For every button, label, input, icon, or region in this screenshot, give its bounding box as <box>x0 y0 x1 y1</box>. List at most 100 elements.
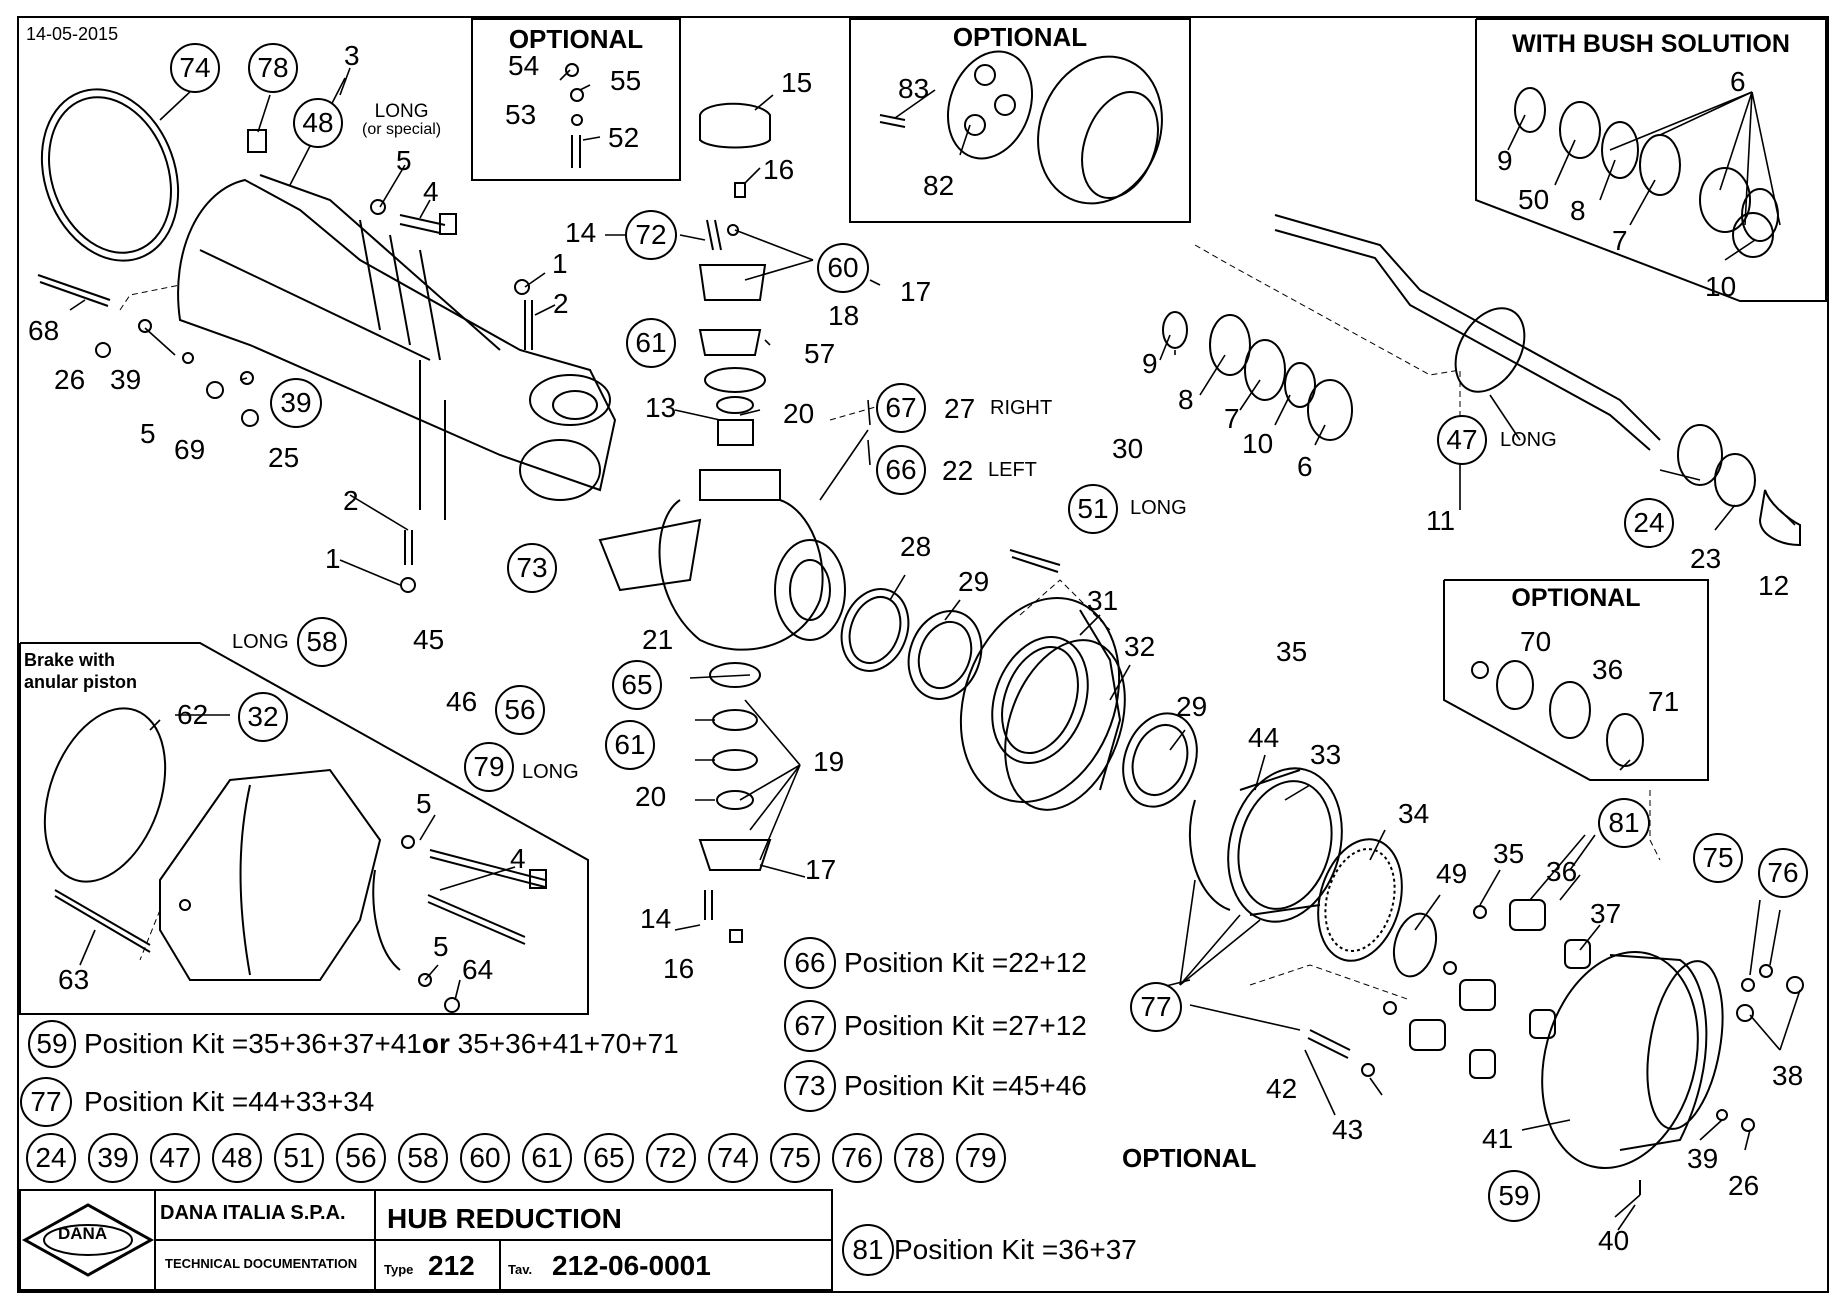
part-2-upper: 2 <box>553 288 569 319</box>
part-8: 8 <box>1178 384 1194 415</box>
optional-item: 74 <box>708 1133 758 1183</box>
part-70: 70 <box>1520 626 1552 657</box>
optional-item: 72 <box>646 1133 696 1183</box>
kit-59-or: or <box>421 1028 450 1059</box>
kit-66-bubble: 66 <box>784 937 836 989</box>
kit-59-text-b: 35+36+41+70+71 <box>449 1028 679 1059</box>
note-left: LEFT <box>988 459 1037 481</box>
callout-48: 48 <box>293 98 343 148</box>
kit-77: 77 Position Kit =44+33+34 <box>20 1077 374 1127</box>
part-17-upper: 17 <box>900 276 932 307</box>
part-38: 38 <box>1772 1060 1804 1091</box>
optional-box-b-title: OPTIONAL <box>952 22 1088 52</box>
part-45: 45 <box>413 624 445 655</box>
callout-56: 56 <box>495 685 545 735</box>
optional-item: 60 <box>460 1133 510 1183</box>
part-15: 15 <box>781 67 813 98</box>
optional-box-c-title: OPTIONAL <box>1511 584 1641 612</box>
part-18: 18 <box>828 300 860 331</box>
optional-item: 24 <box>26 1133 76 1183</box>
part-10-bush: 10 <box>1705 271 1737 302</box>
part-8-bush: 8 <box>1570 195 1586 226</box>
optional-box-a <box>471 18 681 181</box>
part-13: 13 <box>645 392 677 423</box>
part-25: 25 <box>268 442 300 473</box>
kit-77-bubble: 77 <box>20 1077 72 1127</box>
kit-67-bubble: 67 <box>784 1000 836 1052</box>
callout-77: 77 <box>1130 982 1182 1032</box>
ring-gear <box>1188 767 1438 978</box>
type-value: 212 <box>428 1250 475 1281</box>
drawing-date: 14-05-2015 <box>26 24 119 44</box>
part-21: 21 <box>642 624 674 655</box>
bush-box-title: WITH BUSH SOLUTION <box>1512 30 1790 58</box>
part-43: 43 <box>1332 1114 1364 1145</box>
part-7-bush: 7 <box>1612 225 1628 256</box>
part-4-brake: 4 <box>510 843 526 874</box>
part-30: 30 <box>1112 433 1144 464</box>
part-33: 33 <box>1310 739 1342 770</box>
part-39-right: 39 <box>1687 1143 1719 1174</box>
part-44: 44 <box>1248 722 1280 753</box>
kit-81-bubble: 81 <box>842 1224 894 1276</box>
optional-item: 51 <box>274 1133 324 1183</box>
part-32: 32 <box>1124 631 1156 662</box>
part-9-bush: 9 <box>1497 145 1513 176</box>
optional-items-row: 24 39 47 48 51 56 58 60 61 65 72 74 75 7… <box>26 1133 1006 1183</box>
part-5-upper: 5 <box>396 145 412 176</box>
part-52: 52 <box>608 122 640 153</box>
part-68: 68 <box>28 315 60 346</box>
part-55: 55 <box>610 65 642 96</box>
part-12: 12 <box>1758 570 1790 601</box>
part-28: 28 <box>900 531 932 562</box>
part-27: 27 <box>944 393 976 424</box>
part-2-lower: 2 <box>343 485 359 516</box>
callout-32: 32 <box>238 692 288 742</box>
brake-title-line2: anular piston <box>24 671 138 692</box>
part-39-left: 39 <box>110 364 142 395</box>
kit-73-text: Position Kit =45+46 <box>844 1070 1087 1101</box>
part-37: 37 <box>1590 898 1622 929</box>
part-29-lower: 29 <box>1176 691 1208 722</box>
part-35-opt: 35 <box>1276 636 1308 667</box>
note-long-special: LONG (or special) <box>362 102 441 139</box>
part-64: 64 <box>462 954 494 985</box>
axle-shaft <box>1162 214 1801 547</box>
kit-59-bubble: 59 <box>28 1020 76 1068</box>
part-42: 42 <box>1266 1073 1298 1104</box>
part-57: 57 <box>804 338 836 369</box>
part-35: 35 <box>1493 838 1525 869</box>
note-long-79: LONG <box>522 761 579 783</box>
callout-39: 39 <box>270 378 322 428</box>
part-36-opt: 36 <box>1592 654 1624 685</box>
part-62: 62 <box>177 699 209 730</box>
note-or-special: (or special) <box>362 120 442 138</box>
callout-66: 66 <box>876 445 926 495</box>
part-82: 82 <box>923 170 955 201</box>
bush-box <box>1475 18 1827 302</box>
part-3: 3 <box>344 40 360 71</box>
optional-item: 79 <box>956 1133 1006 1183</box>
kit-81: 81 Position Kit =36+37 <box>842 1224 1137 1276</box>
optional-item: 56 <box>336 1133 386 1183</box>
tav-value: 212-06-0001 <box>552 1250 711 1281</box>
sheet-border <box>17 16 1829 1293</box>
part-14-lower: 14 <box>640 903 672 934</box>
part-71: 71 <box>1648 686 1680 717</box>
part-20-lower: 20 <box>635 781 667 812</box>
kit-73-bubble: 73 <box>784 1060 836 1112</box>
optional-item: 39 <box>88 1133 138 1183</box>
kit-66-text: Position Kit =22+12 <box>844 947 1087 978</box>
brake-housing <box>43 707 547 1013</box>
optional-item: 58 <box>398 1133 448 1183</box>
kit-73: 73 Position Kit =45+46 <box>784 1060 1087 1112</box>
optional-box-b <box>849 18 1191 223</box>
part-41: 41 <box>1482 1123 1514 1154</box>
note-long-47: LONG <box>1500 429 1557 451</box>
optional-item: 65 <box>584 1133 634 1183</box>
note-long-58: LONG <box>232 631 289 653</box>
part-34: 34 <box>1398 798 1430 829</box>
kit-77-text: Position Kit =44+33+34 <box>84 1086 375 1117</box>
